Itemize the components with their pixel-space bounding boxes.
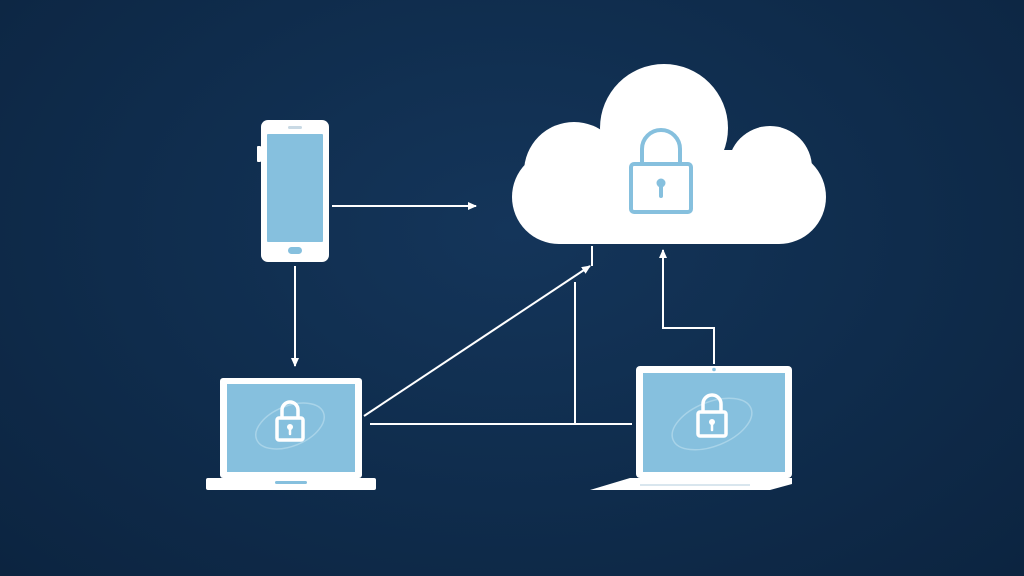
laptop-icon <box>590 366 792 490</box>
smartphone-icon <box>257 120 329 262</box>
laptop-right-node <box>590 366 792 490</box>
smartphone-node <box>257 120 329 262</box>
connectors <box>291 202 715 425</box>
laptop-left-node <box>206 378 376 490</box>
connector-right-laptop-to-cloud <box>659 249 715 364</box>
padlock-icon <box>671 393 753 451</box>
cloud-node <box>512 64 826 244</box>
connector-laptop-to-cloud-diagonal <box>363 265 591 417</box>
padlock-icon <box>255 400 325 450</box>
padlock-icon <box>629 128 693 214</box>
cloud-icon <box>512 64 826 244</box>
